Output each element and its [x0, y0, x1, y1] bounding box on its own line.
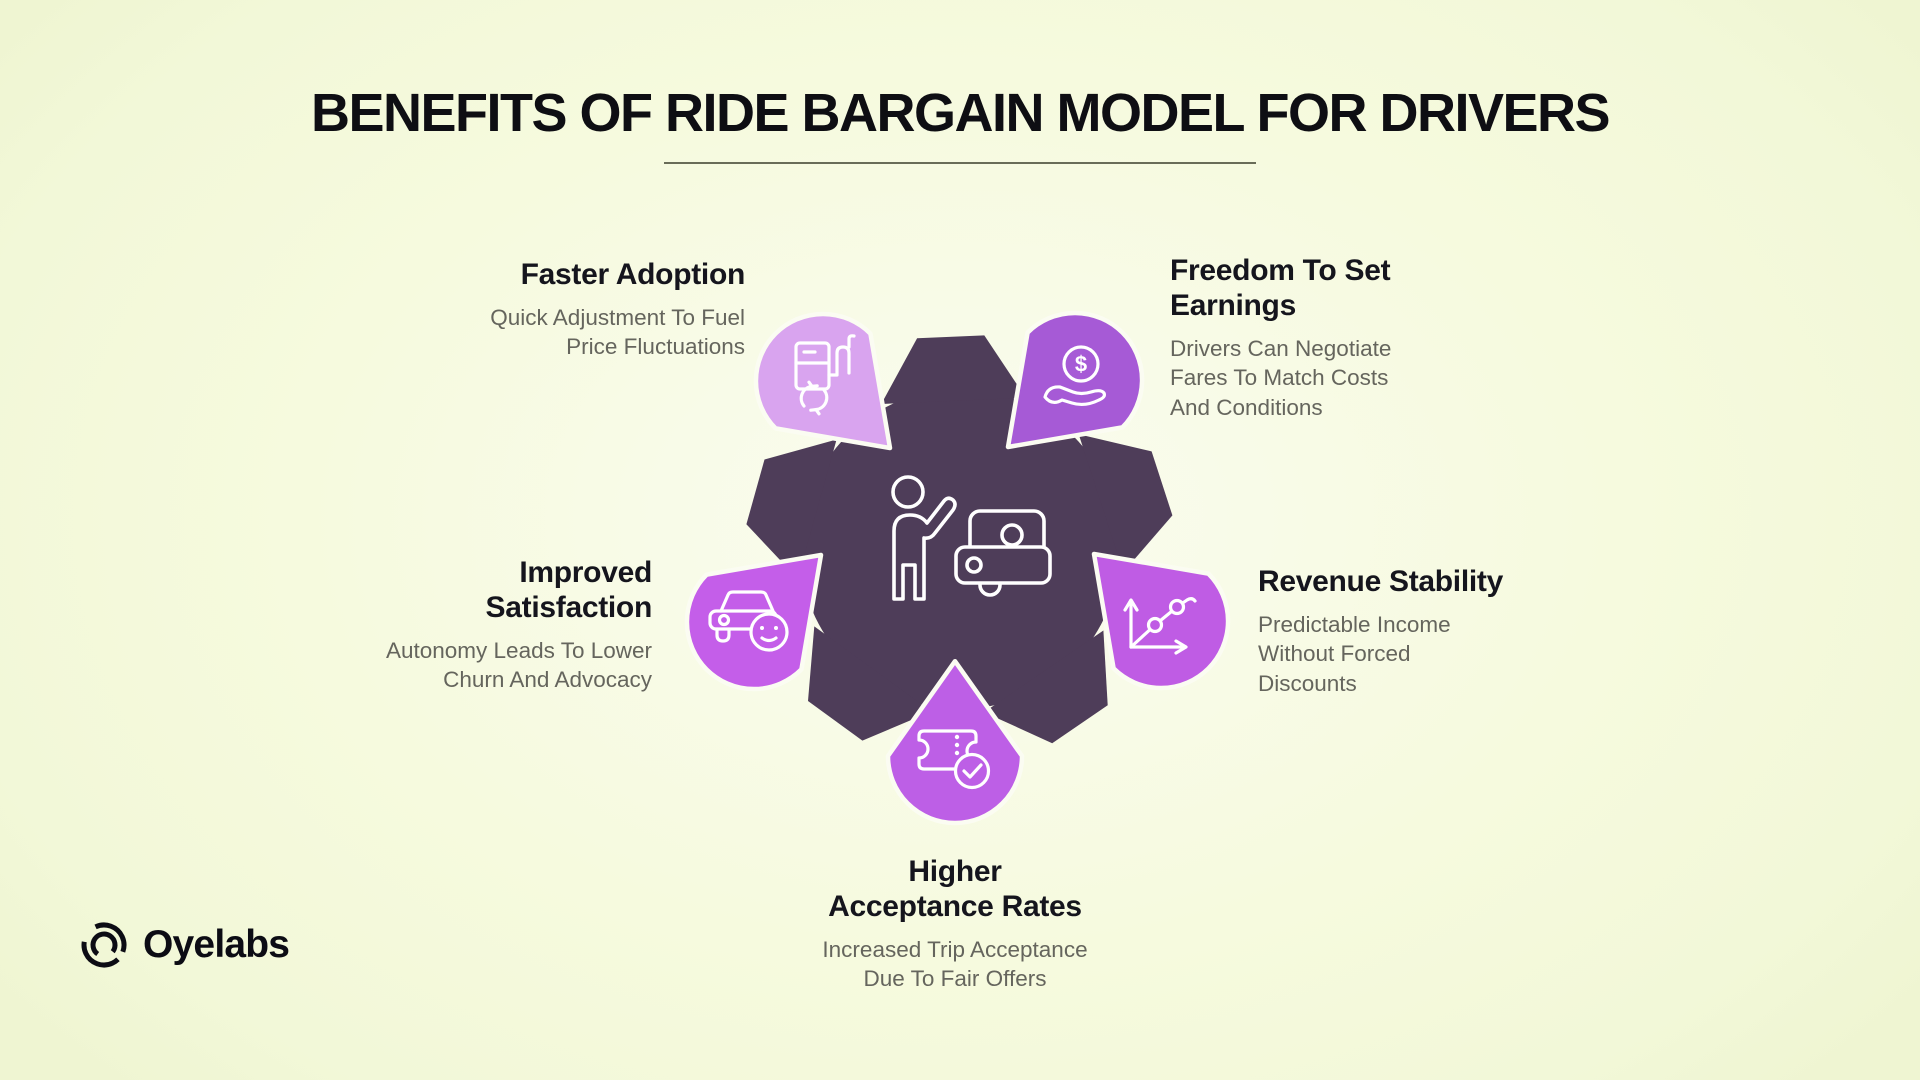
- benefit-higher-acceptance-rates: Higher Acceptance Rates Increased Trip A…: [655, 855, 1255, 994]
- blob-wedge: [1078, 434, 1173, 572]
- benefit-heading: Freedom To Set Earnings: [1170, 254, 1391, 322]
- blob-wedge: [746, 439, 837, 579]
- blob-wedge: [984, 630, 1108, 744]
- benefit-freedom-to-set-earnings: Freedom To Set Earnings Drivers Can Nego…: [1170, 254, 1500, 423]
- benefit-description: Increased Trip Acceptance Due To Fair Of…: [822, 936, 1088, 992]
- benefits-flower-diagram: $: [684, 310, 1231, 826]
- blob-wedge: [808, 626, 932, 741]
- petal-faster-adoption: [753, 311, 893, 451]
- hand-dollar-coin-icon: $: [1043, 345, 1107, 407]
- benefit-description: Predictable Income Without Forced Discou…: [1258, 611, 1451, 697]
- blob-wedge: [881, 335, 1026, 404]
- brand-name: Oyelabs: [143, 923, 290, 966]
- brand-logo: Oyelabs: [77, 918, 290, 972]
- title-underline: [664, 162, 1256, 164]
- car-smiley-icon: [708, 590, 789, 652]
- growth-chart-icon: [1123, 597, 1197, 655]
- dollar-symbol: $: [1075, 352, 1087, 377]
- benefit-heading: Higher Acceptance Rates: [828, 855, 1082, 923]
- ticket-check-icon: [917, 729, 991, 790]
- page-title: BENEFITS OF RIDE BARGAIN MODEL FOR DRIVE…: [310, 83, 1611, 143]
- benefit-description: Drivers Can Negotiate Fares To Match Cos…: [1170, 335, 1392, 420]
- benefit-heading: Improved Satisfaction: [485, 556, 653, 624]
- fuel-pump-refresh-icon: [794, 334, 856, 416]
- benefit-revenue-stability: Revenue Stability Predictable Income Wit…: [1258, 565, 1578, 699]
- benefit-heading: Revenue Stability: [1258, 565, 1503, 598]
- oyelabs-logo-icon: [81, 922, 127, 968]
- benefit-improved-satisfaction: Improved Satisfaction Autonomy Leads To …: [170, 556, 652, 695]
- benefit-faster-adoption: Faster Adoption Quick Adjustment To Fuel…: [265, 258, 745, 362]
- benefit-heading: Faster Adoption: [520, 258, 746, 291]
- benefit-description: Autonomy Leads To Lower Churn And Advoca…: [385, 637, 652, 693]
- driver-hailing-car-icon: [891, 475, 1052, 601]
- petal-higher-acceptance-rates: [885, 658, 1025, 826]
- benefit-description: Quick Adjustment To Fuel Price Fluctuati…: [490, 304, 745, 360]
